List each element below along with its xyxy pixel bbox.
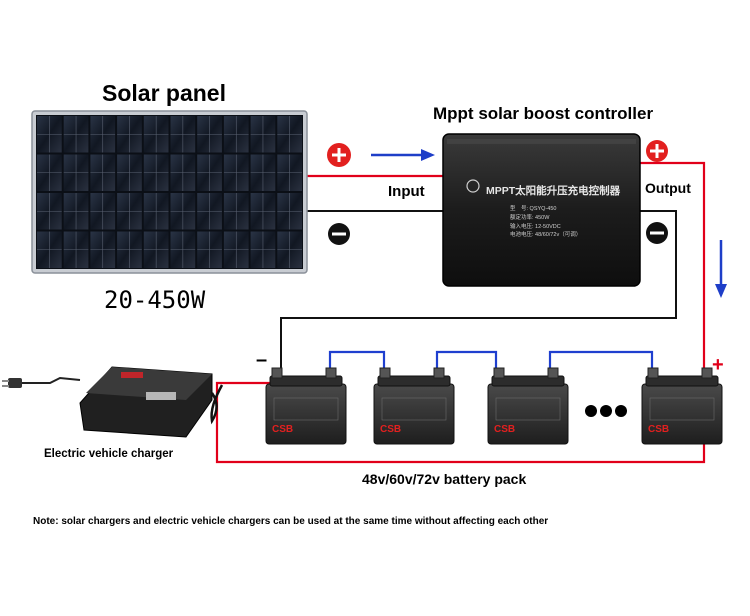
battery-terminal-icon [380, 368, 390, 378]
battery-terminal-icon [434, 368, 444, 378]
output-minus-terminal-icon [646, 222, 668, 244]
battery: CSB [488, 368, 568, 444]
battery-terminal-icon [326, 368, 336, 378]
pack-positive-sign: + [712, 354, 724, 377]
battery-brand-label: CSB [272, 424, 293, 435]
solar-panel-title: Solar panel [102, 80, 226, 107]
battery-pack-label: 48v/60v/72v battery pack [362, 471, 526, 487]
battery-terminal-icon [548, 368, 558, 378]
usage-note: Note: solar chargers and electric vehicl… [33, 516, 548, 527]
output-label: Output [645, 180, 691, 196]
battery-brand-label: CSB [648, 424, 669, 435]
battery: CSB [374, 368, 454, 444]
bridge-wire-1 [330, 352, 384, 372]
ev-charger [2, 367, 222, 437]
solar-panel [32, 111, 307, 273]
panel-minus-terminal-icon [328, 223, 350, 245]
battery-pack: CSB CSB CSB CSB [266, 368, 722, 444]
more-batteries-ellipsis-icon [585, 405, 627, 417]
battery-terminal-icon [702, 368, 712, 378]
input-label: Input [388, 183, 425, 200]
battery: CSB [642, 368, 722, 444]
controller-spec-line: 型 号: QSYQ-450 [510, 204, 556, 212]
battery: CSB [266, 368, 346, 444]
battery-brand-label: CSB [380, 424, 401, 435]
output-plus-terminal-icon [646, 140, 668, 162]
charger-label: Electric vehicle charger [44, 448, 173, 460]
bridge-wire-3 [550, 352, 652, 372]
input-flow-arrow-icon [371, 149, 435, 161]
controller-spec-line: 电池电压: 48/60/72v（可调） [510, 230, 581, 238]
controller-title: Mppt solar boost controller [433, 104, 653, 124]
power-range-label: 20-450W [104, 286, 205, 314]
controller-brand-text: MPPT太阳能升压充电控制器 [486, 183, 620, 198]
battery-brand-label: CSB [494, 424, 515, 435]
pack-negative-sign: – [256, 349, 267, 372]
output-flow-arrow-icon [715, 240, 727, 298]
bridge-wire-2 [437, 352, 496, 372]
controller-spec-line: 输入电压: 12-50VDC [510, 222, 561, 230]
battery-terminal-icon [272, 368, 282, 378]
plug-icon [8, 378, 22, 388]
panel-plus-terminal-icon [327, 143, 351, 167]
bridge-wires [330, 352, 652, 372]
battery-terminal-icon [648, 368, 658, 378]
controller-spec-line: 额定功率: 450W [510, 213, 549, 221]
battery-terminal-icon [494, 368, 504, 378]
